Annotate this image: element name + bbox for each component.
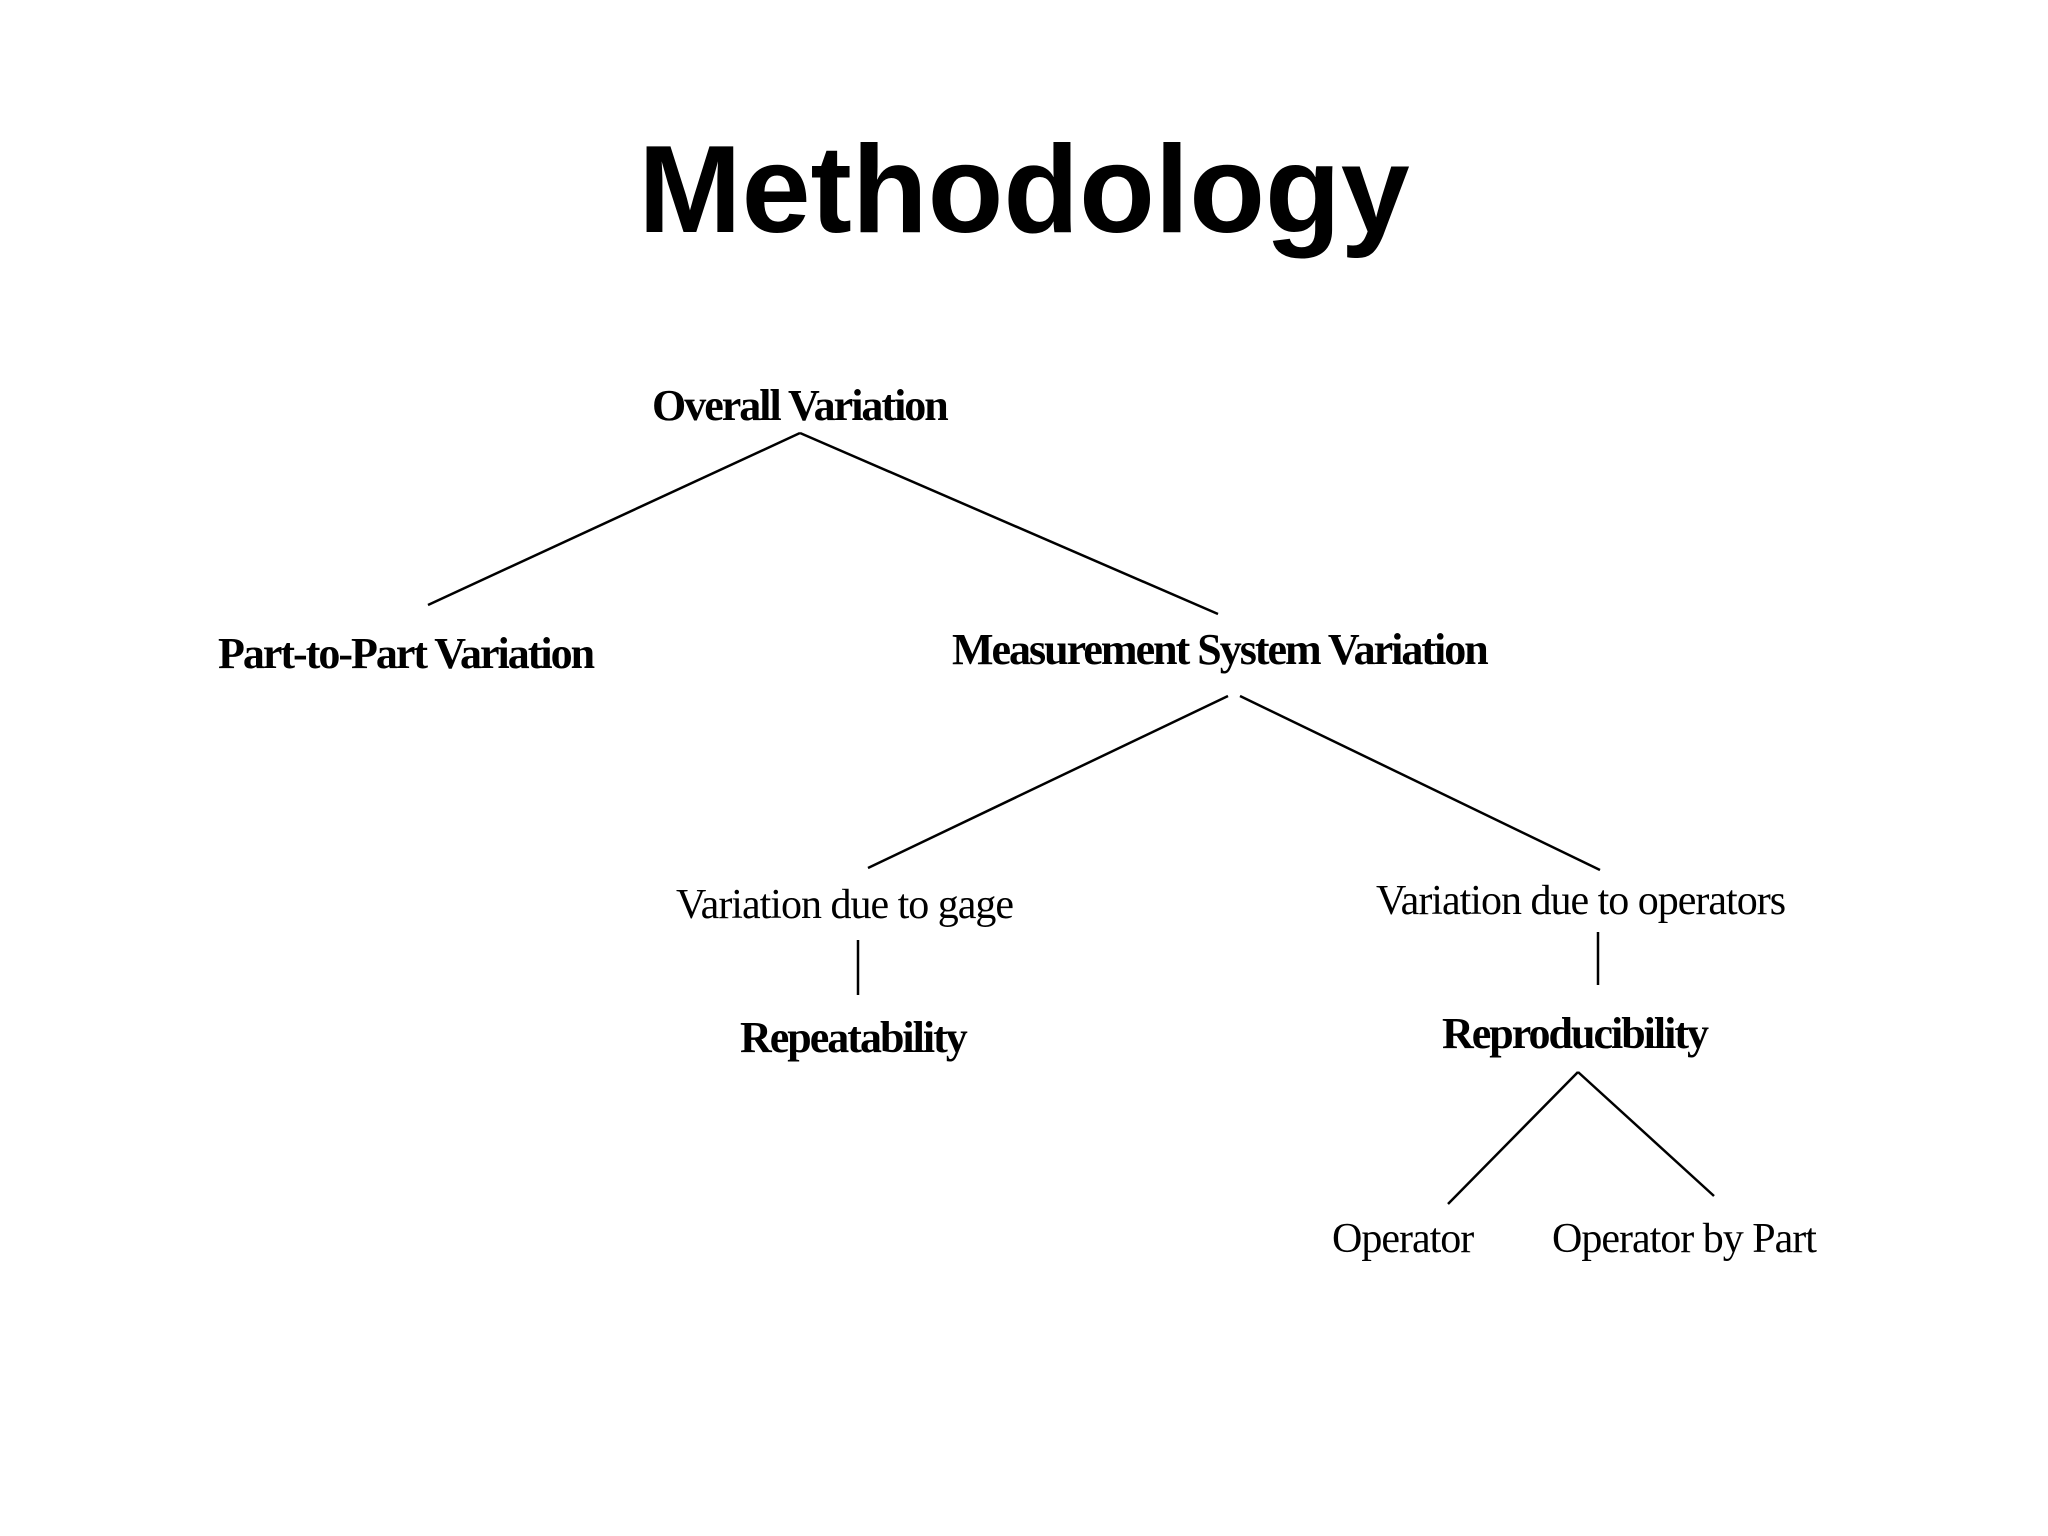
node-operator: Operator (1332, 1216, 1474, 1262)
node-measurement-system-variation: Measurement System Variation (952, 625, 1488, 674)
edge-reproducibility-to-operator-by-part (1577, 1071, 1715, 1197)
connector-lines (427, 431, 1715, 1205)
edge-measurement-to-operators (1239, 694, 1601, 872)
node-repeatability: Repeatability (740, 1013, 968, 1062)
edge-root-to-part (427, 431, 801, 607)
edge-root-to-measurement (799, 431, 1219, 616)
node-reproducibility: Reproducibility (1442, 1009, 1709, 1058)
edge-measurement-to-gage (867, 694, 1229, 870)
edge-reproducibility-to-operator (1447, 1071, 1579, 1205)
slide-title: Methodology (638, 121, 1410, 259)
node-variation-due-to-gage: Variation due to gage (676, 882, 1013, 928)
node-operator-by-part: Operator by Part (1552, 1216, 1817, 1262)
node-overall-variation: Overall Variation (652, 381, 948, 430)
node-part-to-part-variation: Part-to-Part Variation (218, 629, 595, 678)
node-variation-due-to-operators: Variation due to operators (1376, 878, 1785, 924)
